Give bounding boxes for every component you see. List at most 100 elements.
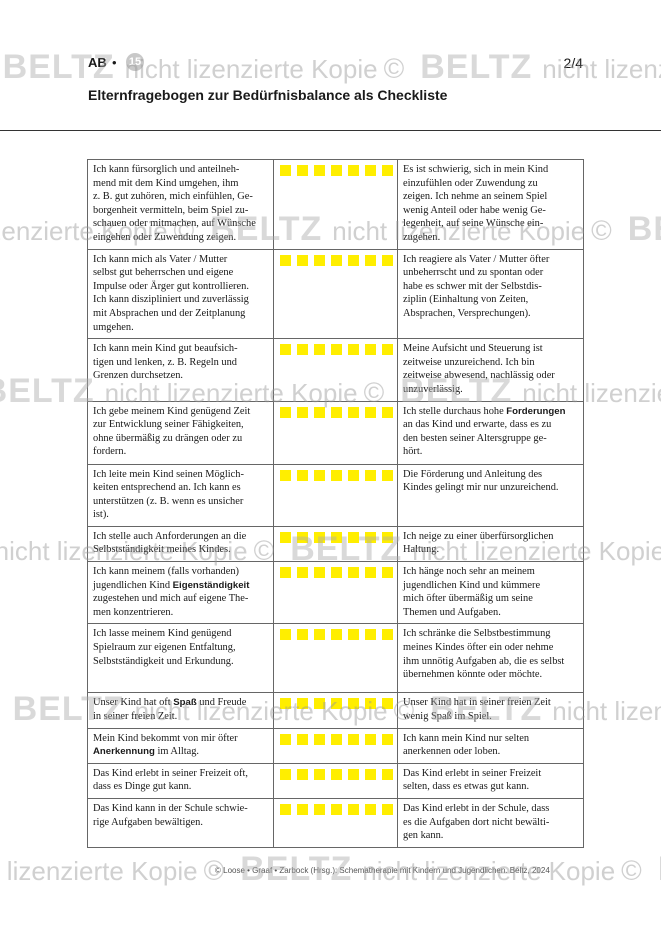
- rating-checkbox[interactable]: [382, 165, 393, 176]
- rating-checkbox[interactable]: [382, 254, 393, 266]
- text-line: Ich kann mein Kind gut beaufsich-: [93, 343, 238, 355]
- rating-scale: [273, 561, 398, 625]
- rating-checkbox[interactable]: [382, 768, 393, 780]
- rating-checkbox[interactable]: [331, 254, 342, 266]
- rating-checkbox[interactable]: [314, 254, 325, 266]
- rating-checkbox[interactable]: [297, 768, 308, 780]
- rating-checkbox[interactable]: [348, 344, 359, 356]
- rating-checkbox[interactable]: [314, 804, 325, 815]
- rating-checkbox[interactable]: [382, 406, 393, 418]
- rating-checkbox[interactable]: [314, 768, 325, 780]
- rating-checkbox[interactable]: [331, 733, 342, 745]
- rating-checkbox[interactable]: [314, 531, 325, 543]
- rating-checkbox[interactable]: [280, 344, 291, 356]
- text-line: zeigen. Ich nehme an seinem Spiel: [403, 191, 548, 203]
- rating-scale: [273, 159, 398, 250]
- rating-checkbox[interactable]: [365, 804, 376, 815]
- rating-checkbox[interactable]: [331, 165, 342, 176]
- rating-checkbox[interactable]: [365, 733, 376, 745]
- rating-checkbox[interactable]: [280, 531, 291, 543]
- rating-checkbox[interactable]: [297, 567, 308, 579]
- rating-checkbox[interactable]: [280, 469, 291, 481]
- rating-checkbox[interactable]: [314, 165, 325, 176]
- rating-checkbox[interactable]: [365, 698, 376, 710]
- rating-checkbox[interactable]: [280, 406, 291, 418]
- rating-checkbox[interactable]: [365, 344, 376, 356]
- rating-checkbox[interactable]: [297, 733, 308, 745]
- text-line: ziplin (Einhaltung von Zeiten,: [403, 294, 529, 306]
- rating-checkbox[interactable]: [314, 344, 325, 356]
- rating-checkbox[interactable]: [348, 567, 359, 579]
- rating-checkbox[interactable]: [314, 733, 325, 745]
- rating-checkbox[interactable]: [331, 531, 342, 543]
- rating-checkbox[interactable]: [382, 804, 393, 815]
- rating-checkbox[interactable]: [280, 733, 291, 745]
- rating-checkbox[interactable]: [365, 165, 376, 176]
- rating-checkbox[interactable]: [365, 768, 376, 780]
- text-fragment: Ich stelle durchaus hohe: [403, 405, 507, 417]
- rating-checkbox[interactable]: [382, 567, 393, 579]
- rating-checkbox[interactable]: [297, 254, 308, 266]
- rating-checkbox[interactable]: [382, 629, 393, 641]
- rating-checkbox[interactable]: [314, 567, 325, 579]
- rating-checkbox[interactable]: [331, 768, 342, 780]
- rating-checkbox[interactable]: [331, 629, 342, 641]
- rating-checkbox[interactable]: [382, 469, 393, 481]
- rating-checkbox[interactable]: [297, 698, 308, 710]
- rating-checkbox[interactable]: [348, 629, 359, 641]
- rating-checkbox[interactable]: [297, 344, 308, 356]
- rating-checkbox[interactable]: [348, 733, 359, 745]
- rating-checkbox[interactable]: [331, 698, 342, 710]
- text-line: zugehen.: [403, 231, 441, 243]
- rating-checkbox[interactable]: [297, 469, 308, 481]
- rating-checkbox[interactable]: [365, 629, 376, 641]
- rating-checkbox[interactable]: [331, 804, 342, 815]
- rating-checkbox[interactable]: [348, 254, 359, 266]
- rating-checkbox[interactable]: [348, 531, 359, 543]
- rating-checkbox[interactable]: [348, 698, 359, 710]
- rating-checkbox[interactable]: [297, 804, 308, 815]
- rating-checkbox[interactable]: [280, 165, 291, 176]
- text-line: Ich kann fürsorglich und anteilneh-: [93, 164, 240, 175]
- rating-checkbox[interactable]: [280, 804, 291, 815]
- rating-checkbox[interactable]: [280, 254, 291, 266]
- rating-checkbox[interactable]: [331, 406, 342, 418]
- rating-checkbox[interactable]: [297, 406, 308, 418]
- text-line: Ich leite mein Kind seinen Möglich-: [93, 468, 244, 480]
- copyright-symbol: ©: [591, 215, 612, 246]
- rating-checkbox[interactable]: [348, 469, 359, 481]
- rating-checkbox[interactable]: [365, 531, 376, 543]
- rating-checkbox[interactable]: [314, 469, 325, 481]
- rating-checkbox[interactable]: [331, 344, 342, 356]
- rating-checkbox[interactable]: [297, 531, 308, 543]
- rating-checkbox[interactable]: [348, 768, 359, 780]
- rating-checkbox[interactable]: [348, 165, 359, 176]
- rating-checkbox[interactable]: [280, 768, 291, 780]
- rating-checkbox[interactable]: [382, 698, 393, 710]
- rating-checkbox[interactable]: [348, 804, 359, 815]
- rating-checkbox[interactable]: [365, 406, 376, 418]
- rating-checkbox[interactable]: [314, 698, 325, 710]
- rating-checkbox[interactable]: [365, 254, 376, 266]
- rating-checkbox[interactable]: [331, 469, 342, 481]
- rating-checkbox[interactable]: [382, 733, 393, 745]
- rating-checkbox[interactable]: [280, 567, 291, 579]
- rating-checkbox[interactable]: [331, 567, 342, 579]
- rating-checkbox[interactable]: [314, 406, 325, 418]
- rating-checkbox[interactable]: [280, 629, 291, 641]
- text-line: Ich kann meinem (falls vorhanden): [93, 566, 239, 578]
- rating-checkbox[interactable]: [348, 406, 359, 418]
- rating-checkbox[interactable]: [297, 165, 308, 176]
- rating-checkbox[interactable]: [297, 629, 308, 641]
- rating-checkbox[interactable]: [314, 629, 325, 641]
- text-line: Meine Aufsicht und Steuerung ist: [403, 343, 543, 355]
- rating-checkbox[interactable]: [280, 698, 291, 710]
- text-line: wenig Spaß im Spiel.: [403, 711, 492, 723]
- rating-checkbox[interactable]: [365, 567, 376, 579]
- rating-checkbox[interactable]: [382, 344, 393, 356]
- rating-checkbox[interactable]: [365, 469, 376, 481]
- rating-checkbox[interactable]: [382, 531, 393, 543]
